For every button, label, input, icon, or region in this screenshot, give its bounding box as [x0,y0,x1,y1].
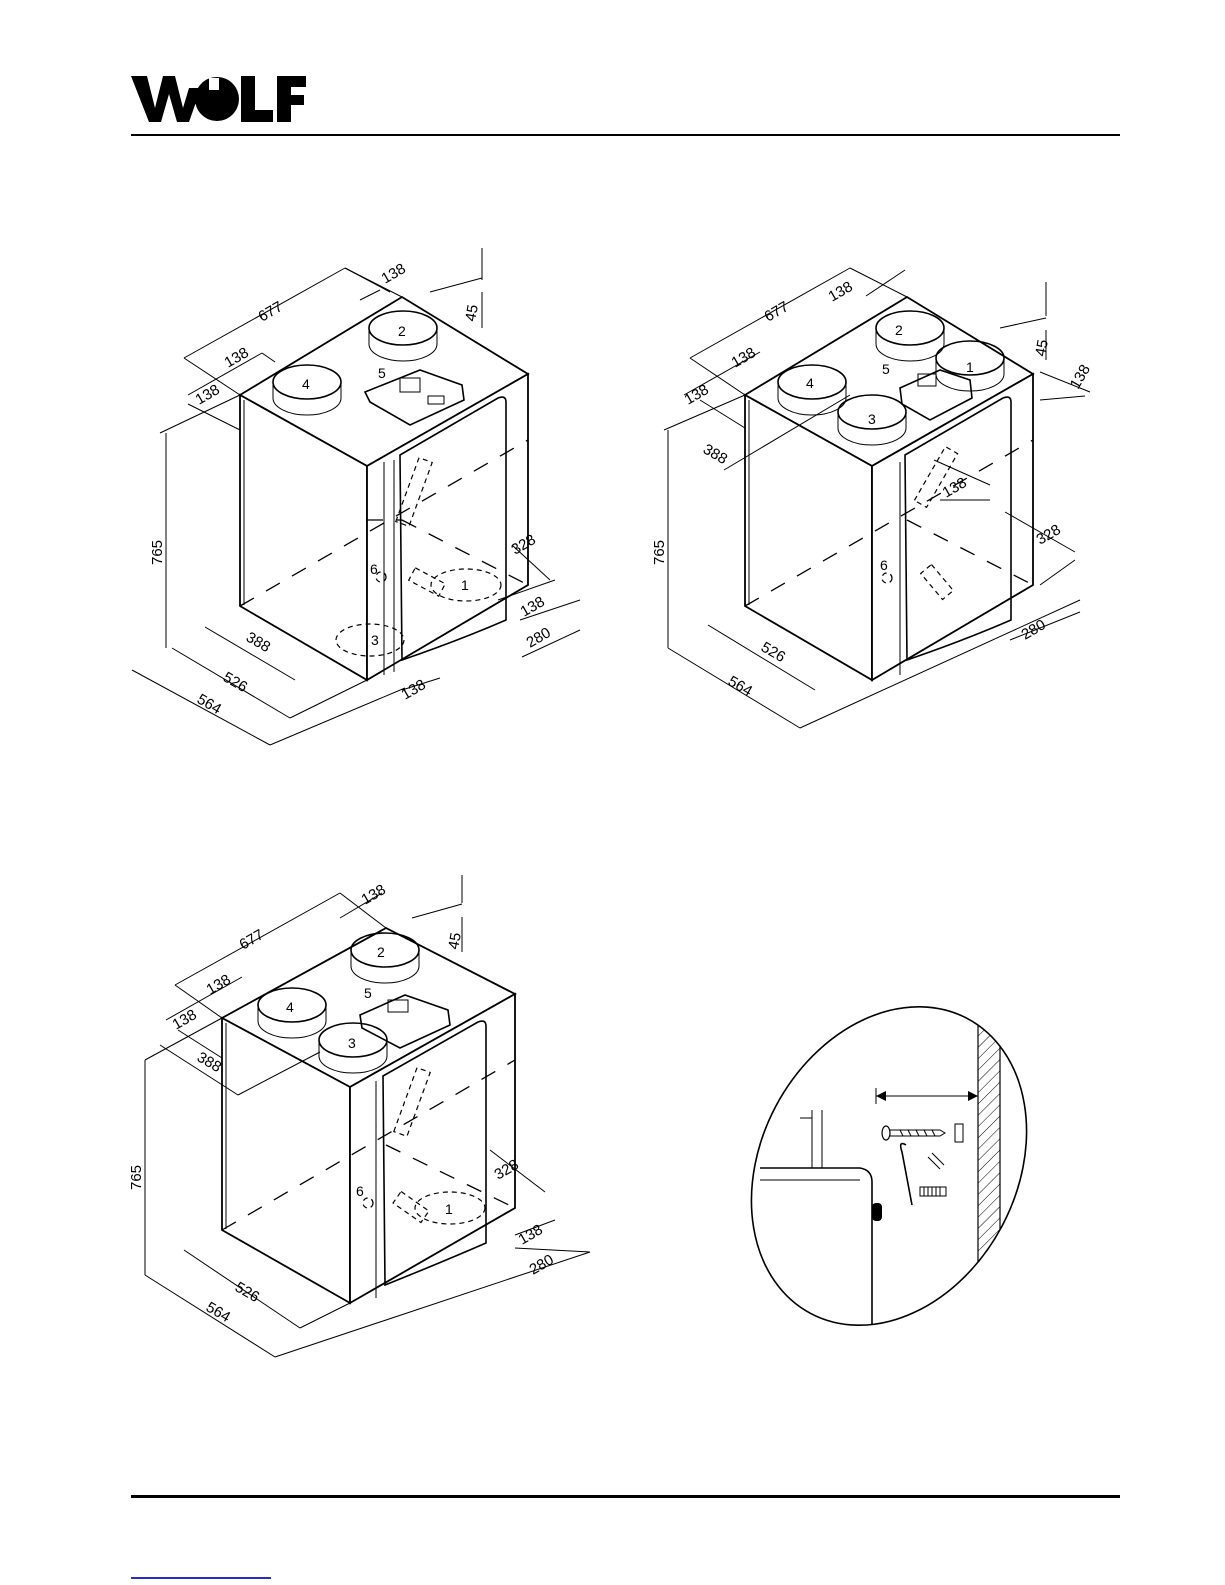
footer-rule [131,1495,1120,1498]
mounting-screw [882,1126,945,1140]
hook [901,1144,912,1205]
distance-arrow [876,1088,978,1104]
mounting-knob [872,1203,882,1221]
unit-edge [760,1168,872,1340]
washer [928,1153,944,1169]
wall-plug [955,1124,963,1142]
detail-lens [698,958,1081,1373]
footer-link-underline[interactable] [131,1577,271,1579]
wall-section [978,990,1000,1350]
